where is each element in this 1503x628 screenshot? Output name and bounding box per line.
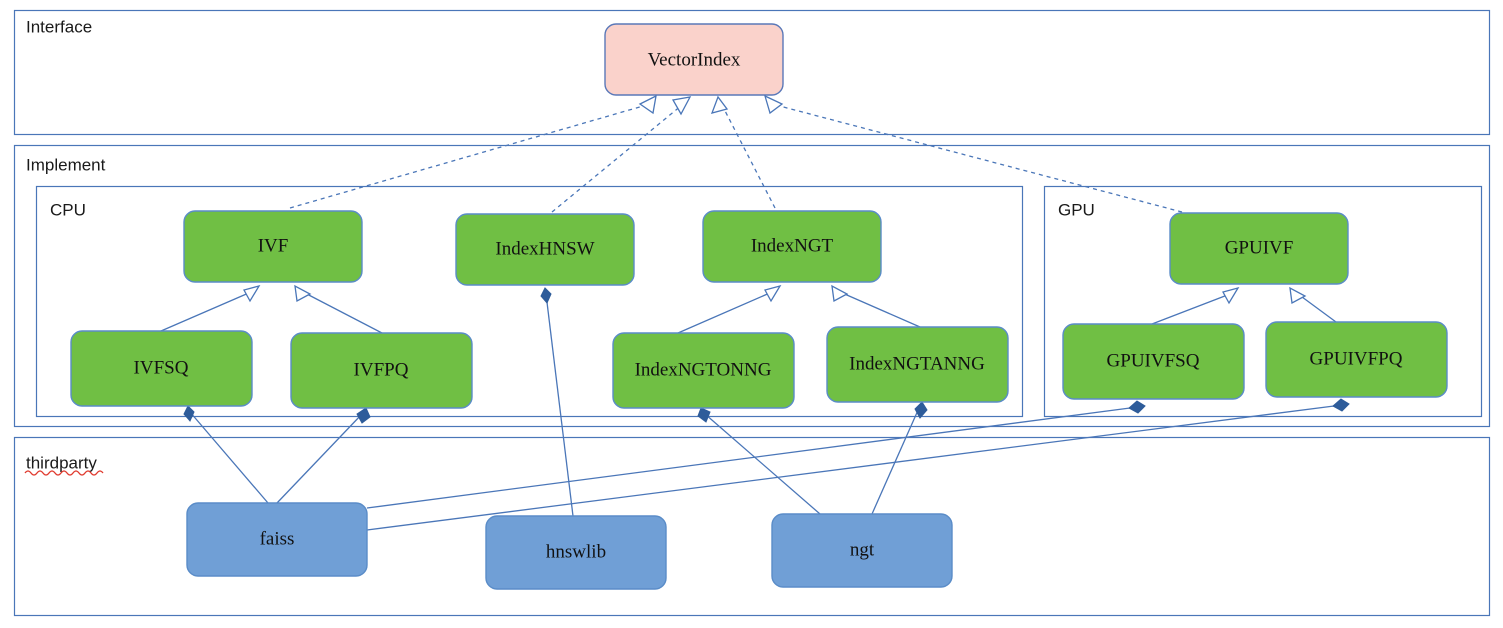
container-cpu-rect	[35, 185, 1024, 418]
node-hnswlib[interactable]: hnswlib	[485, 515, 667, 590]
node-gpuivf-rect	[1169, 212, 1349, 285]
edge-indexngtonng-to-indexngt	[677, 284, 782, 334]
node-hnswlib-label: hnswlib	[546, 541, 606, 562]
node-gpuivfpq-label: GPUIVFPQ	[1310, 348, 1403, 369]
container-cpu-label: CPU	[50, 200, 86, 219]
node-ivfsq[interactable]: IVFSQ	[70, 330, 253, 407]
edge-ivfpq-to-ivf	[294, 284, 383, 334]
edge-faiss-to-gpuivfsq	[366, 400, 1146, 509]
node-ngt[interactable]: ngt	[771, 513, 953, 588]
node-gpuivfsq[interactable]: GPUIVFSQ	[1062, 323, 1245, 400]
container-interface[interactable]: Interface	[13, 9, 1491, 136]
node-gpuivfsq-label: GPUIVFSQ	[1107, 350, 1200, 371]
edge-gpuivfsq-to-gpuivf	[1151, 286, 1240, 325]
container-gpu-rect	[1043, 185, 1483, 418]
edge-indexngt-to-vectorindex	[710, 95, 776, 209]
node-indexngtanng-label: IndexNGTANNG	[849, 353, 985, 374]
node-ivf-rect	[183, 210, 363, 283]
container-thirdparty-label: thirdparty	[26, 453, 97, 472]
container-cpu[interactable]: CPU	[35, 185, 1024, 418]
node-gpuivfpq-rect	[1265, 321, 1448, 398]
node-faiss[interactable]: faiss	[186, 502, 368, 577]
spellcheck-underline-icon	[24, 470, 104, 476]
node-indexngt-rect	[702, 210, 882, 283]
edge-ivf-to-vectorindex	[289, 94, 657, 209]
node-indexngtanng[interactable]: IndexNGTANNG	[826, 326, 1009, 403]
container-interface-label: Interface	[26, 17, 92, 36]
node-indexhnsw-rect	[455, 213, 635, 286]
container-implement-label: Implement	[26, 155, 106, 174]
node-vectorindex-rect	[604, 23, 784, 96]
edge-hnswlib-to-indexhnsw	[540, 287, 574, 517]
node-gpuivfsq-rect	[1062, 323, 1245, 400]
container-gpu-label: GPU	[1058, 200, 1095, 219]
node-faiss-label: faiss	[260, 528, 295, 549]
node-ivfpq-label: IVFPQ	[354, 359, 409, 380]
node-indexngtanng-rect	[826, 326, 1009, 403]
edge-ivfsq-to-ivf	[160, 284, 261, 332]
node-indexngt[interactable]: IndexNGT	[702, 210, 882, 283]
container-gpu[interactable]: GPU	[1043, 185, 1483, 418]
node-indexhnsw[interactable]: IndexHNSW	[455, 213, 635, 286]
node-indexngt-label: IndexNGT	[751, 235, 834, 256]
node-indexhnsw-label: IndexHNSW	[495, 238, 594, 259]
node-vectorindex[interactable]: VectorIndex	[604, 23, 784, 96]
edge-indexngtanng-to-indexngt	[831, 284, 921, 328]
edge-indexhnsw-to-vectorindex	[551, 96, 692, 213]
node-indexngtonng[interactable]: IndexNGTONNG	[612, 332, 795, 409]
node-ivfsq-rect	[70, 330, 253, 407]
node-indexngtonng-label: IndexNGTONNG	[635, 359, 772, 380]
node-ivfpq[interactable]: IVFPQ	[290, 332, 473, 409]
node-faiss-rect	[186, 502, 368, 577]
container-thirdparty-rect	[13, 436, 1491, 617]
node-gpuivf[interactable]: GPUIVF	[1169, 212, 1349, 285]
container-implement-rect	[13, 144, 1491, 428]
node-indexngtonng-rect	[612, 332, 795, 409]
container-thirdparty[interactable]: thirdparty	[13, 436, 1491, 617]
node-ngt-rect	[771, 513, 953, 588]
edge-gpuivfpq-to-gpuivf	[1289, 286, 1337, 323]
node-ivf[interactable]: IVF	[183, 210, 363, 283]
edge-ngt-to-indexngtonng	[697, 407, 821, 515]
node-gpuivf-label: GPUIVF	[1225, 237, 1294, 258]
edge-ngt-to-indexngtanng	[871, 401, 928, 515]
node-ivfpq-rect	[290, 332, 473, 409]
edge-gpuivf-to-vectorindex	[763, 94, 1183, 213]
container-interface-rect	[13, 9, 1491, 136]
edge-faiss-to-ivfpq	[276, 407, 371, 504]
node-ngt-label: ngt	[850, 539, 875, 560]
node-vectorindex-label: VectorIndex	[648, 49, 741, 70]
node-ivfsq-label: IVFSQ	[134, 357, 189, 378]
edge-faiss-to-ivfsq	[183, 405, 269, 504]
node-gpuivfpq[interactable]: GPUIVFPQ	[1265, 321, 1448, 398]
edge-faiss-to-gpuivfpq	[366, 398, 1350, 531]
node-hnswlib-rect	[485, 515, 667, 590]
node-ivf-label: IVF	[258, 235, 289, 256]
container-implement[interactable]: Implement	[13, 144, 1491, 428]
